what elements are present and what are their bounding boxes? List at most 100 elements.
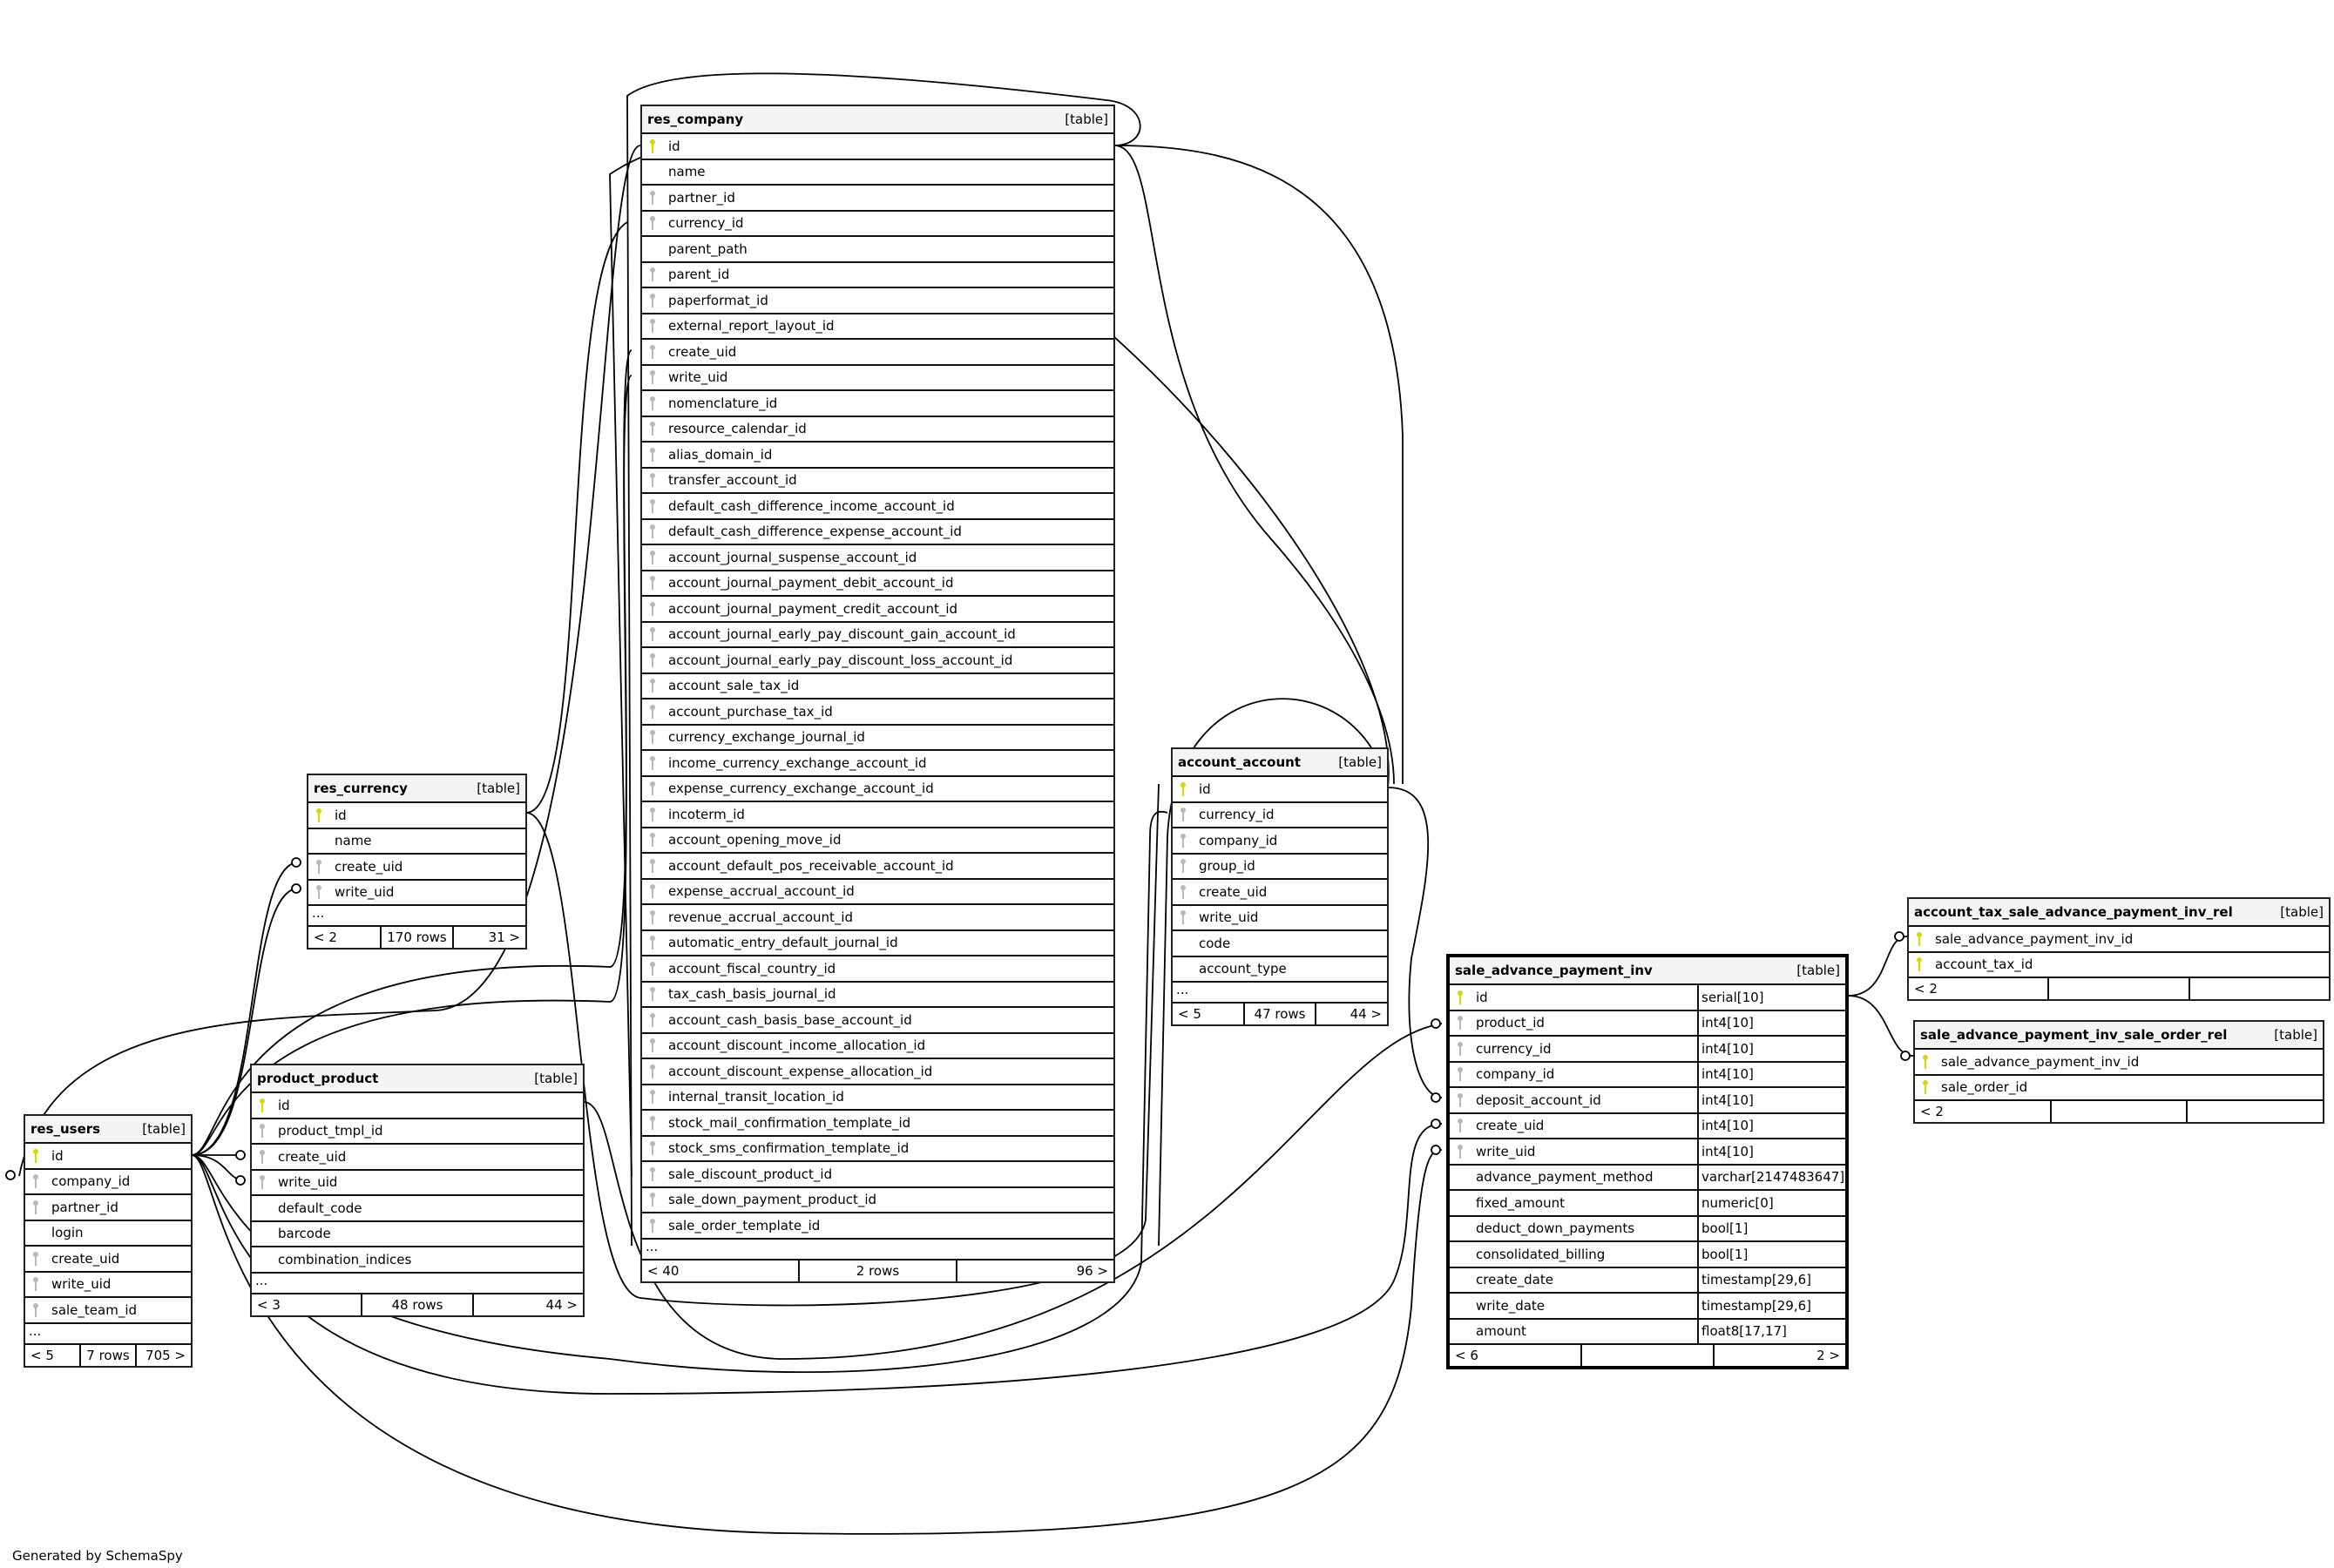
column-row[interactable]: login — [25, 1221, 191, 1247]
column-row[interactable]: account_tax_id — [1909, 953, 2329, 978]
table-header[interactable]: res_currency[table] — [308, 775, 525, 803]
column-row[interactable]: company_id — [25, 1170, 191, 1195]
column-row[interactable]: default_cash_difference_income_account_i… — [642, 494, 1113, 520]
column-row[interactable]: sale_team_id — [25, 1298, 191, 1324]
column-row[interactable]: name — [308, 829, 525, 855]
column-row[interactable]: company_id — [1173, 828, 1387, 855]
column-row[interactable]: parent_id — [642, 263, 1113, 288]
table-name[interactable]: account_tax_sale_advance_payment_inv_rel — [1914, 904, 2233, 920]
column-row[interactable]: default_cash_difference_expense_account_… — [642, 520, 1113, 545]
column-row[interactable]: create_uid — [25, 1247, 191, 1273]
column-row[interactable]: expense_accrual_account_id — [642, 880, 1113, 905]
column-row[interactable]: id — [25, 1144, 191, 1170]
table-header[interactable]: account_account[table] — [1173, 749, 1387, 777]
column-row[interactable]: code — [1173, 931, 1387, 957]
column-row[interactable]: currency_id — [1173, 803, 1387, 828]
column-row[interactable]: sale_advance_payment_inv_id — [1909, 927, 2329, 953]
column-row[interactable]: sale_down_payment_product_id — [642, 1188, 1113, 1213]
children-count-link[interactable]: 705 > — [135, 1344, 191, 1366]
parents-count-link[interactable]: < 3 — [257, 1296, 281, 1313]
column-row[interactable]: default_code — [252, 1196, 583, 1222]
more-columns-ellipsis[interactable]: ... — [25, 1324, 191, 1345]
table-name[interactable]: account_account — [1178, 754, 1301, 770]
column-row[interactable]: account_journal_suspense_account_id — [642, 545, 1113, 571]
column-row[interactable]: write_uid — [25, 1273, 191, 1298]
column-row[interactable]: write_uid — [642, 366, 1113, 391]
column-row[interactable]: income_currency_exchange_account_id — [642, 751, 1113, 777]
column-row[interactable]: id — [308, 803, 525, 829]
table-name[interactable]: sale_advance_payment_inv_sale_order_rel — [1920, 1027, 2228, 1043]
column-row[interactable]: product_tmpl_id — [252, 1119, 583, 1145]
children-count-link[interactable] — [2186, 1101, 2323, 1122]
table-name[interactable]: product_product — [257, 1071, 379, 1086]
children-count-link[interactable]: 2 > — [1713, 1345, 1845, 1366]
column-row[interactable]: sale_order_template_id — [642, 1213, 1113, 1240]
table-header[interactable]: sale_advance_payment_inv_sale_order_rel[… — [1915, 1022, 2323, 1050]
table-header[interactable]: res_company[table] — [642, 106, 1113, 134]
column-row[interactable]: paperformat_id — [642, 288, 1113, 314]
column-row[interactable]: combination_indices — [252, 1247, 583, 1274]
column-row[interactable]: account_discount_expense_allocation_id — [642, 1059, 1113, 1085]
column-row[interactable]: account_default_pos_receivable_account_i… — [642, 854, 1113, 880]
column-row[interactable]: stock_sms_confirmation_template_id — [642, 1137, 1113, 1162]
table-name[interactable]: sale_advance_payment_inv — [1455, 963, 1653, 978]
column-row[interactable]: internal_transit_location_id — [642, 1085, 1113, 1111]
column-row[interactable]: tax_cash_basis_journal_id — [642, 983, 1113, 1008]
table-header[interactable]: account_tax_sale_advance_payment_inv_rel… — [1909, 899, 2329, 927]
table-name[interactable]: res_users — [30, 1121, 101, 1137]
column-row[interactable]: create_uid — [1173, 880, 1387, 906]
children-count-link[interactable]: 96 > — [956, 1260, 1113, 1281]
table-header[interactable]: sale_advance_payment_inv[table] — [1450, 957, 1845, 985]
column-row[interactable]: account_journal_early_pay_discount_gain_… — [642, 623, 1113, 648]
column-row[interactable]: id — [252, 1093, 583, 1119]
column-row[interactable]: parent_path — [642, 237, 1113, 263]
column-row[interactable]: partner_id — [25, 1195, 191, 1221]
column-row[interactable]: account_fiscal_country_id — [642, 956, 1113, 983]
column-row[interactable]: write_uid — [1173, 906, 1387, 931]
column-row[interactable]: sale_discount_product_id — [642, 1162, 1113, 1188]
column-row[interactable]: name — [642, 160, 1113, 186]
column-row[interactable]: currency_id — [642, 212, 1113, 237]
parents-count-link[interactable]: < 2 — [1914, 981, 1938, 997]
column-row[interactable]: account_sale_tax_id — [642, 674, 1113, 700]
column-row[interactable]: account_type — [1173, 957, 1387, 983]
column-row[interactable]: account_cash_basis_base_account_id — [642, 1008, 1113, 1034]
column-row[interactable]: revenue_accrual_account_id — [642, 905, 1113, 931]
parents-count-link[interactable]: < 6 — [1455, 1348, 1478, 1363]
column-row[interactable]: account_purchase_tax_id — [642, 700, 1113, 726]
column-row[interactable]: external_report_layout_id — [642, 314, 1113, 340]
more-columns-ellipsis[interactable]: ... — [308, 906, 525, 927]
column-row[interactable]: sale_order_id — [1915, 1076, 2323, 1101]
column-row[interactable]: nomenclature_id — [642, 391, 1113, 417]
table-account-tax-sale-advance-payment-inv-rel[interactable]: account_tax_sale_advance_payment_inv_rel… — [1907, 897, 2331, 1001]
column-row[interactable]: create_uid — [642, 340, 1113, 366]
column-row[interactable]: account_opening_move_id — [642, 828, 1113, 854]
parents-count-link[interactable]: < 2 — [1920, 1104, 1944, 1119]
parents-count-link[interactable]: < 2 — [314, 929, 337, 945]
column-row[interactable]: create_uid — [308, 855, 525, 881]
children-count-link[interactable] — [2188, 978, 2329, 999]
column-row[interactable]: resource_calendar_id — [642, 417, 1113, 443]
parents-count-link[interactable]: < 5 — [30, 1347, 54, 1363]
column-row[interactable]: partner_id — [642, 186, 1113, 212]
table-name[interactable]: res_company — [647, 112, 744, 127]
column-row[interactable]: id — [642, 134, 1113, 160]
column-row[interactable]: alias_domain_id — [642, 443, 1113, 469]
